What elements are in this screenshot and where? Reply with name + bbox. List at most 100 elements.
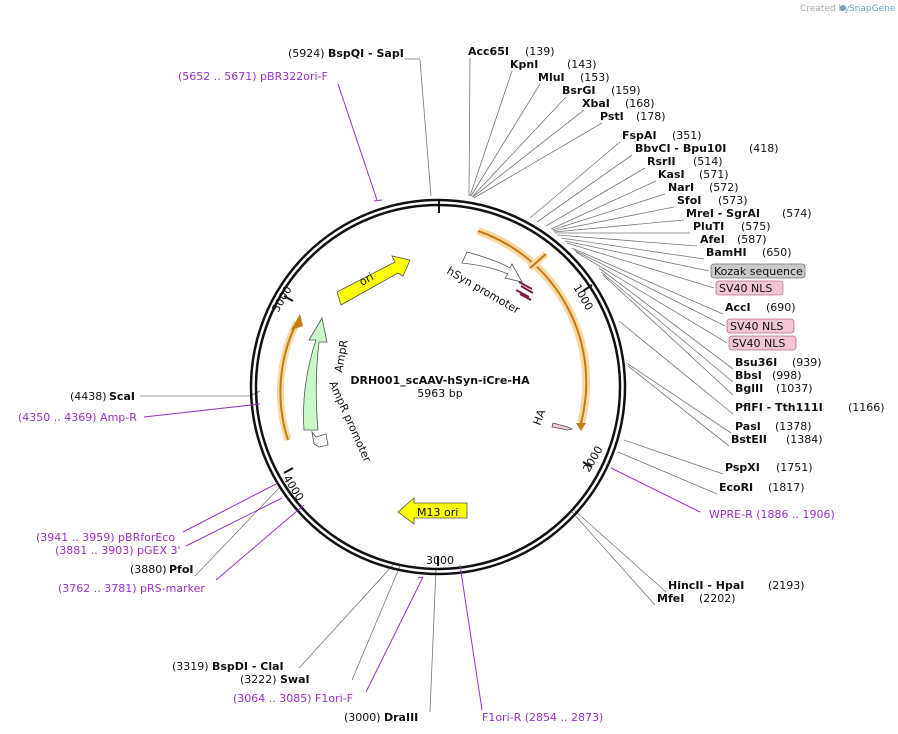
- site-name: PasI: [735, 420, 761, 433]
- site-leader-line: [571, 247, 724, 315]
- primer-label: (4350 .. 4369) Amp-R: [18, 411, 137, 424]
- site-pos: (1378): [775, 420, 812, 433]
- site-pos: (572): [709, 181, 739, 194]
- site-pos: (1817): [768, 481, 805, 494]
- ha-label: HA: [531, 407, 549, 427]
- site-pos: (153): [580, 71, 610, 84]
- nls-label: SV40 NLS: [719, 282, 772, 295]
- site-name: BstEII: [731, 433, 767, 446]
- site-name: AccI: [725, 301, 751, 314]
- icre-orf-halo: [476, 227, 591, 425]
- tick-5000: [283, 295, 294, 302]
- icre-orf-arrowhead: [576, 423, 586, 431]
- site-pos: (1166): [848, 401, 885, 414]
- site-name: MreI - SgrAI: [686, 207, 760, 220]
- primer-labels: (5652 .. 5671) pBR322ori-F WPRE-R (1886 …: [18, 70, 835, 724]
- tick-label-2000: 2000: [580, 444, 605, 475]
- site-leader-line: [617, 451, 718, 495]
- site-name: HincII - HpaI: [668, 579, 744, 592]
- nls-box: [715, 280, 784, 296]
- snapgene-logo-icon: [840, 5, 846, 11]
- site-leader-line: [536, 154, 633, 223]
- tick-label-3000: 3000: [426, 554, 454, 567]
- site-leader-line: [623, 439, 724, 475]
- site-pos: (1384): [786, 433, 823, 446]
- tick-1000: [582, 284, 593, 292]
- icre-orf-arc: [477, 230, 588, 424]
- site-pos: (650): [762, 246, 792, 259]
- site-leader-line: [550, 180, 657, 230]
- m13-ori-feature-arrow: [397, 497, 468, 525]
- site-name: Acc65I: [468, 45, 509, 58]
- site-pos: (939): [792, 356, 822, 369]
- site-leader-line: [351, 565, 401, 681]
- site-pos: (418): [749, 142, 779, 155]
- site-leader-line: [560, 237, 705, 260]
- site-pos: (143): [567, 58, 597, 71]
- site-name: BsrGI: [562, 84, 595, 97]
- site-pos: (571): [699, 168, 729, 181]
- ori-feature-arrow: [336, 255, 411, 306]
- site-leader-line: [600, 271, 734, 383]
- primer-leader-lines: [143, 83, 701, 711]
- site-pos: (1037): [776, 382, 813, 395]
- right-restriction-sites: Acc65I (139) KpnI (143) MluI (153) BsrGI…: [468, 45, 885, 605]
- primer-label: (3881 .. 3903) pGEX 3': [55, 544, 181, 557]
- site-pos: (575): [741, 220, 771, 233]
- site-leader-line: [470, 83, 541, 197]
- m13-ori-label: M13 ori: [417, 506, 458, 519]
- site-name: PluTI: [693, 220, 724, 233]
- site-leader-line: [553, 219, 685, 233]
- plasmid-size: 5963 bp: [417, 387, 462, 400]
- site-name: AfeI: [700, 233, 725, 246]
- site-name: Bsu36I: [735, 356, 777, 369]
- site-pos: (3880): [130, 563, 167, 576]
- site-name: PspXI: [725, 461, 760, 474]
- site-leader-line: [573, 249, 726, 327]
- site-name: BbvCI - Bpu10I: [635, 142, 726, 155]
- site-name: MluI: [538, 71, 565, 84]
- site-pos: (2202): [699, 592, 736, 605]
- site-pos: (587): [737, 233, 767, 246]
- ampr-feature-arrow: [303, 316, 328, 431]
- ampr-promoter-arrow: [311, 430, 329, 448]
- site-pos: (4438): [70, 390, 107, 403]
- site-leader-line: [573, 509, 667, 593]
- site-leader-line: [571, 511, 656, 606]
- hsyn-promoter-arrow: [461, 251, 523, 283]
- site-leader-line: [602, 274, 734, 396]
- credit-brand: SnapGene: [849, 4, 896, 14]
- primer-label: (3941 .. 3959) pBRforEco: [36, 531, 175, 544]
- plasmid-name: DRH001_scAAV-hSyn-iCre-HA: [350, 374, 530, 387]
- site-name: KasI: [658, 168, 685, 181]
- site-pos: (3000): [344, 711, 381, 724]
- site-pos: (998): [772, 369, 802, 382]
- primer-label: WPRE-R (1886 .. 1906): [709, 508, 835, 521]
- site-leader-line: [618, 320, 734, 415]
- site-name: SwaI: [280, 673, 310, 686]
- site-leader-lines: [140, 57, 734, 713]
- site-name: EcoRI: [719, 481, 753, 494]
- site-name: PstI: [600, 110, 624, 123]
- tick-4000: [283, 467, 294, 474]
- credit-prefix: Created by: [800, 4, 850, 14]
- boxed-features: Kozak sequence SV40 NLS SV40 NLS SV40 NL…: [710, 263, 806, 351]
- site-name: KpnI: [510, 58, 538, 71]
- site-leader-line: [545, 167, 646, 227]
- site-name: NarI: [668, 181, 694, 194]
- position-ticks: [283, 200, 593, 566]
- site-leader-line: [529, 141, 621, 219]
- site-leader-line: [551, 193, 666, 231]
- primer-label: F1ori-R (2854 .. 2873): [482, 711, 603, 724]
- site-leader-line: [473, 122, 603, 199]
- site-pos: (514): [693, 155, 723, 168]
- site-pos: (3319): [172, 660, 209, 673]
- site-leader-line: [566, 242, 715, 289]
- site-leader-line: [469, 70, 513, 197]
- site-name: BspQI - SapI: [328, 47, 404, 60]
- site-leader-line: [575, 251, 728, 344]
- site-pos: (3222): [240, 673, 277, 686]
- site-name: SfoI: [677, 194, 701, 207]
- site-pos: (351): [672, 129, 702, 142]
